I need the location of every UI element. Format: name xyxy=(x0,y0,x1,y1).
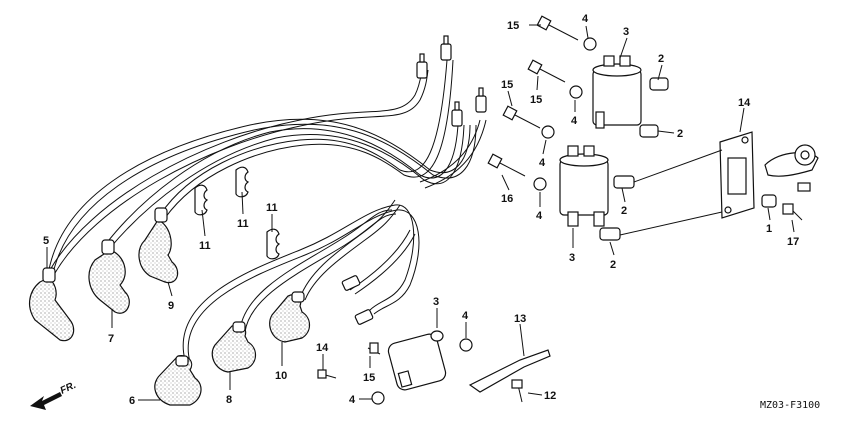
callout-4: 4 xyxy=(536,210,543,222)
callout-9: 9 xyxy=(168,300,174,312)
coil-stay xyxy=(468,349,551,393)
front-direction-arrow: FR. xyxy=(30,380,78,410)
spark-plug-cap-5 xyxy=(28,267,75,342)
callout-15: 16 xyxy=(501,193,513,205)
callout-4: 4 xyxy=(571,115,578,127)
callout-14: 15 xyxy=(363,372,375,384)
lead-terminals-lower xyxy=(341,275,374,325)
callout-11: 11 xyxy=(237,218,249,230)
callout-4: 4 xyxy=(539,157,546,169)
callouts: 15 4 3 2 15 15 4 2 14 4 16 4 2 1 17 3 2 … xyxy=(43,13,799,407)
callout-10: 10 xyxy=(275,370,287,382)
callout-4: 4 xyxy=(349,394,356,406)
spark-plug-cap-10 xyxy=(269,291,311,343)
callout-2: 2 xyxy=(658,53,664,65)
lead-terminals-upper xyxy=(416,35,487,127)
callout-11: 11 xyxy=(266,202,278,214)
lead-clamps xyxy=(194,166,281,260)
callout-12: 14 xyxy=(738,97,751,109)
front-direction-label: FR. xyxy=(59,380,78,397)
spark-plug-cap-8 xyxy=(211,321,257,373)
bolts xyxy=(317,15,811,403)
coil-mounting-bracket xyxy=(719,131,755,219)
callout-2: 2 xyxy=(621,205,627,217)
callout-7: 7 xyxy=(108,333,114,345)
spark-plug-cap-9 xyxy=(138,207,179,284)
callout-8: 8 xyxy=(226,394,232,406)
callout-3: 3 xyxy=(623,26,629,38)
leader-lines xyxy=(46,24,795,401)
high-tension-leads-rear xyxy=(47,59,487,279)
callout-16: 12 xyxy=(544,390,556,402)
collars-and-mounts xyxy=(599,77,777,241)
reference-lines xyxy=(619,149,723,236)
spark-plug-cap-6 xyxy=(154,355,202,406)
callout-11: 11 xyxy=(199,240,211,252)
ignition-coil-upper xyxy=(592,55,642,129)
callout-6: 6 xyxy=(129,395,135,407)
callout-4: 4 xyxy=(582,13,589,25)
callout-1: 1 xyxy=(766,223,772,235)
ignition-coil-lower xyxy=(559,145,609,227)
nuts xyxy=(371,37,597,405)
diagram-code: MZ03-F3100 xyxy=(760,400,820,411)
callout-2: 2 xyxy=(677,128,683,140)
callout-3: 3 xyxy=(433,296,439,308)
high-tension-leads-front xyxy=(182,199,420,363)
callout-14: 14 xyxy=(316,342,329,354)
callout-13: 13 xyxy=(514,313,526,325)
callout-5: 5 xyxy=(43,235,49,247)
spark-plug-cap-7 xyxy=(88,239,130,314)
callout-15: 15 xyxy=(507,20,519,32)
ignition-coil-bottom xyxy=(387,330,447,391)
callout-2: 2 xyxy=(610,259,616,271)
callout-3: 3 xyxy=(569,252,575,264)
callout-15: 15 xyxy=(530,94,542,106)
callout-4: 4 xyxy=(462,310,469,322)
side-bracket xyxy=(764,144,819,177)
callout-17: 17 xyxy=(787,236,799,248)
callout-15: 15 xyxy=(501,79,513,91)
